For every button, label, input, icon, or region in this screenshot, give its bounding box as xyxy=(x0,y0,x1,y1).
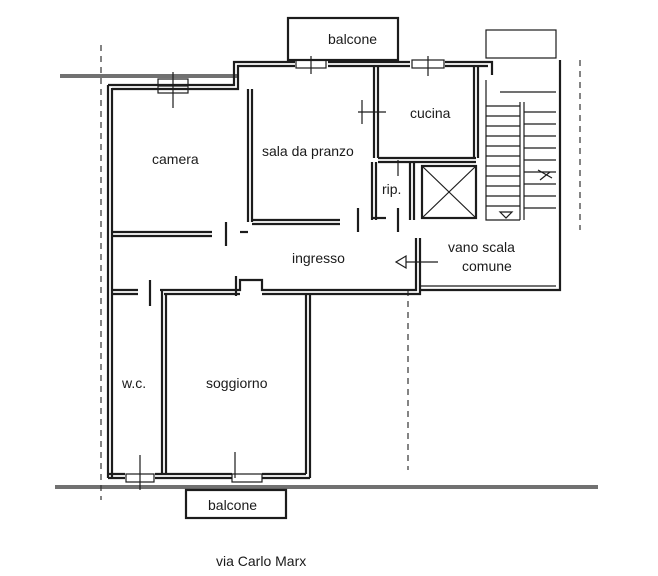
exterior-walls xyxy=(106,60,494,480)
label-sala-da-pranzo: sala da pranzo xyxy=(262,143,354,159)
label-balcone-top: balcone xyxy=(328,31,377,47)
label-cucina: cucina xyxy=(410,105,451,121)
label-vano-scala-line2: comune xyxy=(462,258,512,274)
windows xyxy=(125,56,445,490)
entrance-arrow-icon xyxy=(394,254,438,270)
lift-shaft xyxy=(420,164,478,220)
label-ingresso: ingresso xyxy=(292,250,345,266)
label-vano-scala-line1: vano scala xyxy=(448,239,515,255)
staircase xyxy=(485,29,557,221)
door-marks xyxy=(148,100,400,306)
boundary-lines xyxy=(100,45,581,500)
label-balcone-bottom: balcone xyxy=(208,497,257,513)
facade-lines xyxy=(55,74,598,489)
balcony-top xyxy=(286,16,400,62)
label-soggiorno: soggiorno xyxy=(206,375,268,391)
stair-treads xyxy=(486,105,556,209)
label-rip: rip. xyxy=(382,181,401,197)
balcony-bottom xyxy=(184,488,288,520)
street-label: via Carlo Marx xyxy=(216,553,306,569)
interior-walls xyxy=(112,60,562,478)
label-camera: camera xyxy=(152,151,199,167)
label-wc: w.c. xyxy=(121,375,146,391)
stair-direction-arrow-icon xyxy=(498,211,514,219)
